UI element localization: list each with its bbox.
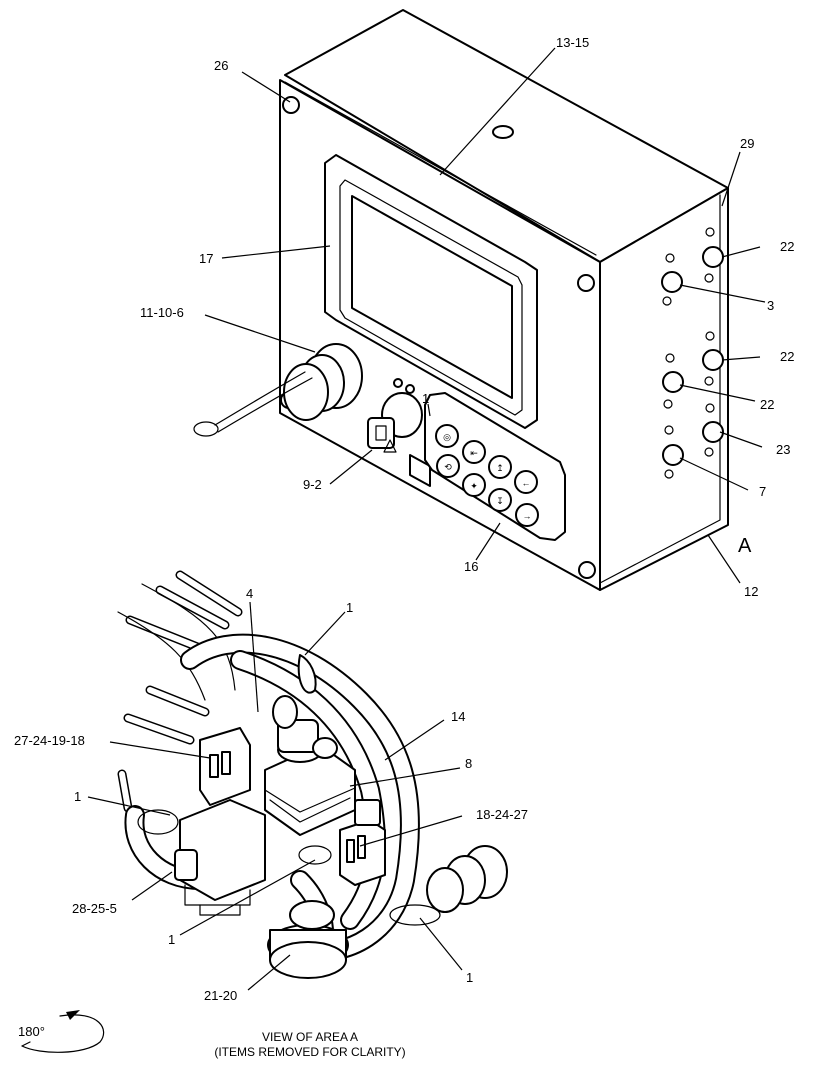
callout-1: 1 [74,789,81,804]
harness-clamps [137,654,441,926]
callout-1: 1 [168,932,175,947]
rotation-label: 180° [18,1024,45,1039]
callout-18-24-27: 18-24-27 [476,807,528,822]
view-caption-line1: VIEW OF AREA A [262,1030,358,1044]
wire-leads [117,570,243,813]
callout-3: 3 [767,298,774,313]
callout-29: 29 [740,136,754,151]
callout-12: 12 [744,584,758,599]
keypad-key [514,470,538,494]
callout-22: 22 [780,349,794,364]
top-vent [492,125,514,139]
keypad-key-glyph: ⟲ [444,462,452,472]
keypad-key [436,454,460,478]
keypad-key [462,473,486,497]
leader-lines [87,47,766,991]
display-screen [351,195,513,399]
valve-module [264,695,356,836]
area-label: A [738,535,752,557]
keypad-key [435,424,459,448]
indicator-led [393,378,403,388]
detail-view-area-a [117,570,508,979]
callout-8: 8 [465,756,472,771]
callout-1: 1 [346,600,353,615]
bottom-connector [267,900,349,979]
keypad-key-glyph: ◎ [443,432,451,442]
callout-21-20: 21-20 [204,988,237,1003]
callout-labels: 13-15 26 29 17 22 3 11-10-6 22 22 23 1 9… [14,35,794,1003]
callout-16: 16 [464,559,478,574]
keypad-key [488,488,512,512]
callout-9-2: 9-2 [303,477,322,492]
plug-connector [426,845,508,913]
keypad-key-glyph: → [523,511,532,521]
callout-4: 4 [246,586,253,601]
callout-1: 1 [422,391,429,406]
corner-screw [578,561,596,579]
corner-screw [577,274,595,292]
keypad-key [515,503,539,527]
indicator-led [405,384,415,394]
callout-26: 26 [214,58,228,73]
relay-block-right [339,799,386,886]
callout-22: 22 [780,239,794,254]
callout-1: 1 [466,970,473,985]
callout-17: 17 [199,251,213,266]
keypad-key-glyph: ↥ [496,463,504,473]
keypad: ◎ ⇤ ↥ ← ⟲ ✦ ↧ → [424,392,566,541]
keypad-key-glyph: ⇤ [470,448,478,458]
relay-block-left [174,727,266,916]
keypad-key [462,440,486,464]
corner-screw [282,96,300,114]
callout-22: 22 [760,397,774,412]
rotation-indicator: 180° [18,1010,105,1053]
callout-11-10-6: 11-10-6 [140,305,184,320]
side-ports [661,227,724,479]
keypad-key-glyph: ↧ [496,496,504,506]
callout-13-15: 13-15 [556,35,589,50]
diagnostic-connector [193,343,363,437]
keypad-key-glyph: ✦ [470,481,478,491]
key-switch [367,392,431,487]
keypad-key-glyph: ← [522,478,531,488]
callout-28-25-5: 28-25-5 [72,901,117,916]
view-caption-line2: (ITEMS REMOVED FOR CLARITY) [214,1045,405,1059]
callout-27-24-19-18: 27-24-19-18 [14,733,85,748]
callout-23: 23 [776,442,790,457]
callout-7: 7 [759,484,766,499]
callout-14: 14 [451,709,465,724]
control-enclosure: ◎ ⇤ ↥ ← ⟲ ✦ ↧ → [193,9,729,591]
keypad-key [488,455,512,479]
